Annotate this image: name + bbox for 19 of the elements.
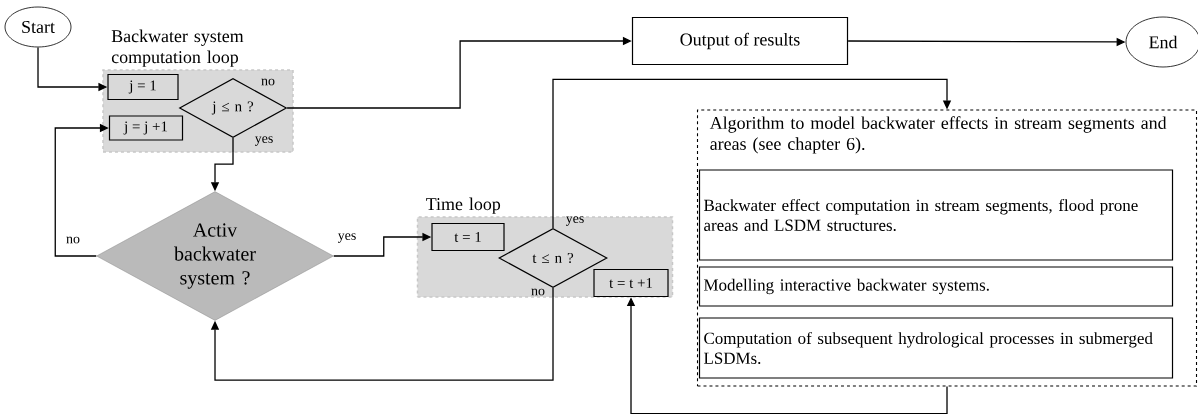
edge-label: yes xyxy=(565,216,584,226)
process-box: Backwater effect computation in stream segments, flood prone areas and LSDM structures. xyxy=(698,169,1174,261)
edge-label: yes xyxy=(254,136,273,146)
frame-title: Algorithm to model backwater effects in stream segments and areas (see chapter 6). xyxy=(709,116,1167,154)
loop-title: Backwater system computation loop xyxy=(111,29,244,67)
arrow xyxy=(552,78,952,229)
edge-label: yes xyxy=(337,233,356,243)
process-box: Modelling interactive backwater systems. xyxy=(698,266,1174,307)
process-box: Output of results xyxy=(631,16,849,66)
process-box: Computation of subsequent hydrological processes in submerged LSDMs. xyxy=(698,317,1174,379)
process-box: t = 1 xyxy=(431,222,505,252)
edge-label: no xyxy=(66,236,80,244)
process-box: t = t +1 xyxy=(593,268,669,298)
process-box: j = 1 xyxy=(107,73,179,101)
edge-label: no xyxy=(531,288,545,296)
process-box: j = j +1 xyxy=(108,115,184,141)
loop-title: Time loop xyxy=(426,197,501,214)
arrow xyxy=(210,287,554,381)
edge-label: no xyxy=(261,78,275,86)
